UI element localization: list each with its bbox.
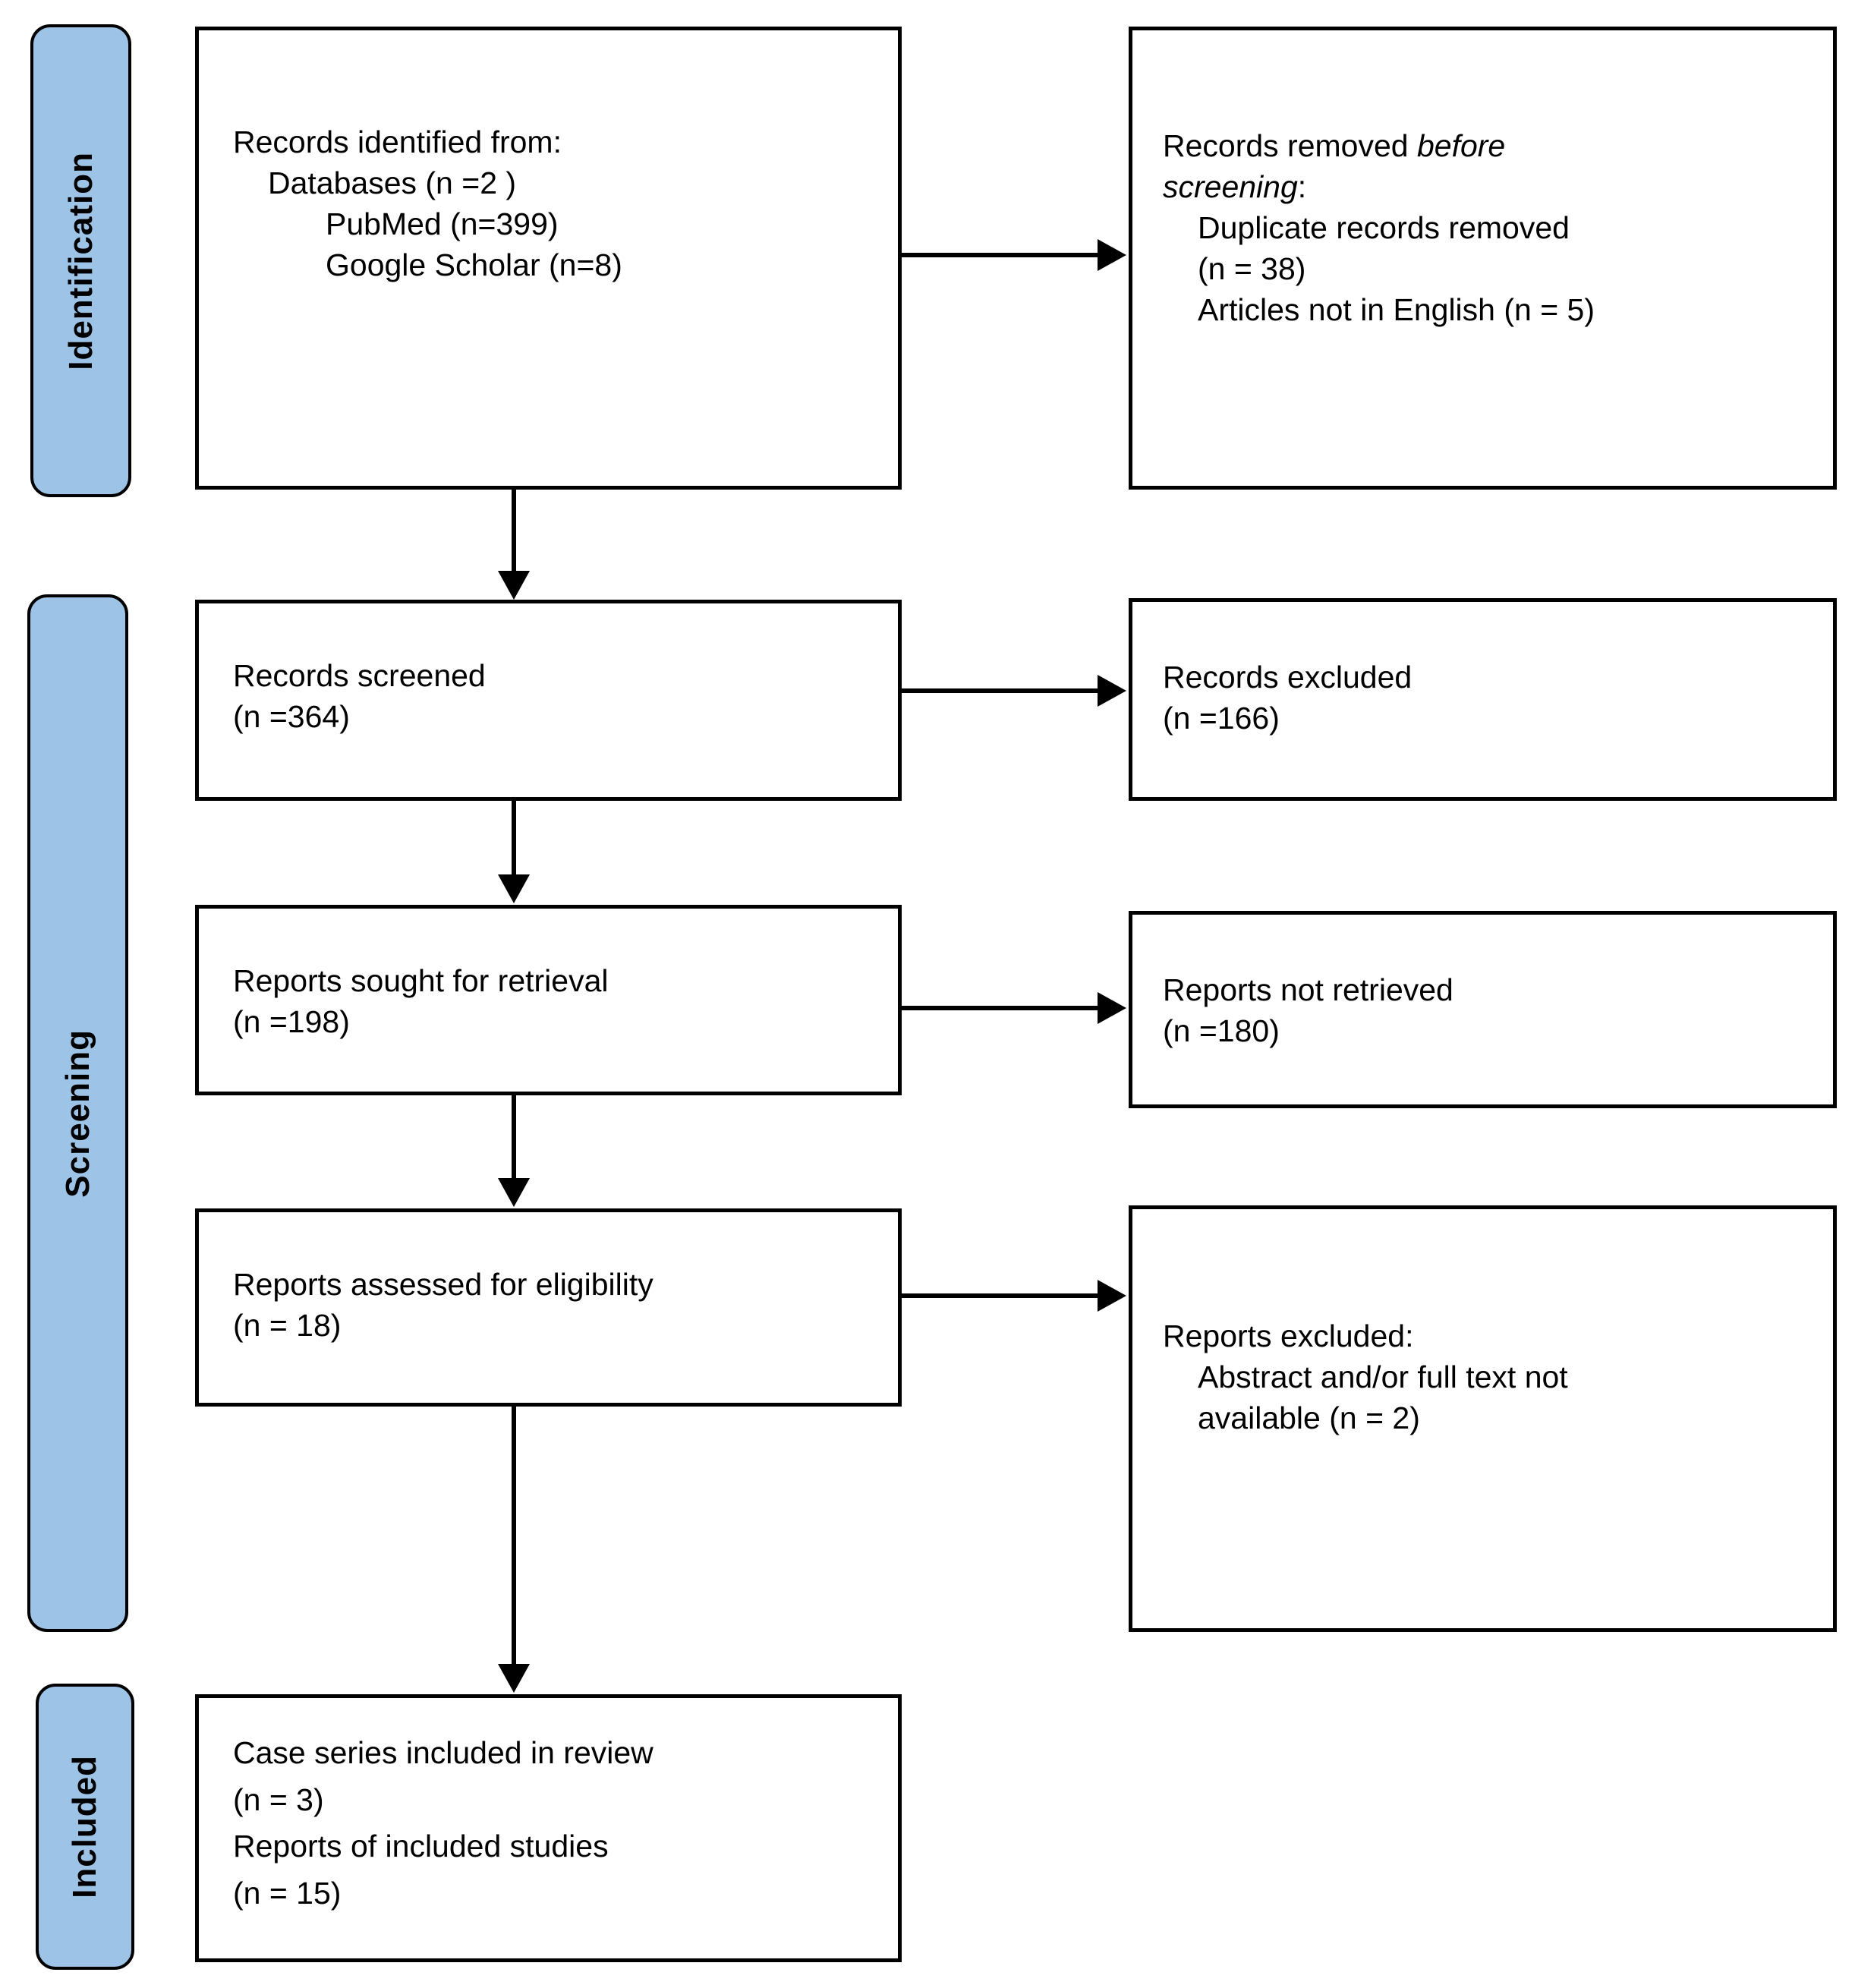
- box-line: (n =364): [233, 699, 350, 735]
- box-line: Records screened: [233, 658, 486, 693]
- box-line: Records identified from:: [233, 124, 562, 159]
- stage-label-screening: Screening: [58, 1029, 96, 1198]
- arrowhead-right-icon: [1098, 1280, 1126, 1312]
- box-line: (n =198): [233, 1004, 350, 1040]
- box-line: Reports sought for retrieval: [233, 963, 609, 998]
- arrowhead-right-icon: [1098, 675, 1126, 707]
- box-line: PubMed (n=399): [326, 206, 559, 242]
- arrowhead-down-icon: [498, 874, 530, 903]
- box-line: (n =166): [1163, 701, 1280, 736]
- box-line: screening:: [1163, 169, 1307, 205]
- stage-tab-included: Included: [36, 1684, 134, 1970]
- box-line: (n =180): [1163, 1013, 1280, 1049]
- box-line: Reports of included studies: [233, 1829, 609, 1864]
- box-line: (n = 3): [233, 1782, 324, 1817]
- box-line: Google Scholar (n=8): [326, 247, 622, 283]
- box-records-excluded: Records excluded (n =166): [1129, 598, 1837, 801]
- stage-tab-screening: Screening: [27, 594, 128, 1632]
- box-reports-excluded: Reports excluded: Abstract and/or full te…: [1129, 1205, 1837, 1632]
- box-included-final: Case series included in review (n = 3) Rep…: [195, 1694, 902, 1962]
- box-line: (n = 18): [233, 1308, 342, 1344]
- box-line: Case series included in review: [233, 1735, 654, 1770]
- box-records-removed-before-screening: Records removed before screening: Duplicat…: [1129, 27, 1837, 490]
- box-line: Reports assessed for eligibility: [233, 1267, 654, 1302]
- box-line: (n = 15): [233, 1875, 342, 1911]
- box-reports-sought: Reports sought for retrieval (n =198): [195, 905, 902, 1095]
- box-line: Articles not in English (n = 5): [1198, 292, 1595, 328]
- box-reports-assessed: Reports assessed for eligibility (n = 18): [195, 1208, 902, 1407]
- stage-label-included: Included: [66, 1755, 103, 1898]
- arrowhead-down-icon: [498, 571, 530, 600]
- box-records-identified: Records identified from: Databases (n =2 …: [195, 27, 902, 490]
- stage-tab-identification: Identification: [30, 24, 131, 497]
- arrowhead-down-icon: [498, 1664, 530, 1693]
- box-line: (n = 38): [1198, 251, 1306, 287]
- arrowhead-down-icon: [498, 1178, 530, 1207]
- arrowhead-right-icon: [1098, 239, 1126, 271]
- box-line: Abstract and/or full text not: [1198, 1359, 1568, 1395]
- box-line: Databases (n =2 ): [268, 165, 517, 201]
- box-reports-not-retrieved: Reports not retrieved (n =180): [1129, 911, 1837, 1108]
- box-line: available (n = 2): [1198, 1400, 1420, 1436]
- arrowhead-right-icon: [1098, 992, 1126, 1024]
- stage-label-identification: Identification: [61, 151, 99, 370]
- box-line: Records excluded: [1163, 660, 1413, 695]
- box-line: Reports not retrieved: [1163, 972, 1453, 1007]
- box-line: Records removed before: [1163, 128, 1506, 163]
- box-line: Reports excluded:: [1163, 1319, 1414, 1353]
- box-records-screened: Records screened (n =364): [195, 600, 902, 801]
- box-line: Duplicate records removed: [1198, 210, 1570, 246]
